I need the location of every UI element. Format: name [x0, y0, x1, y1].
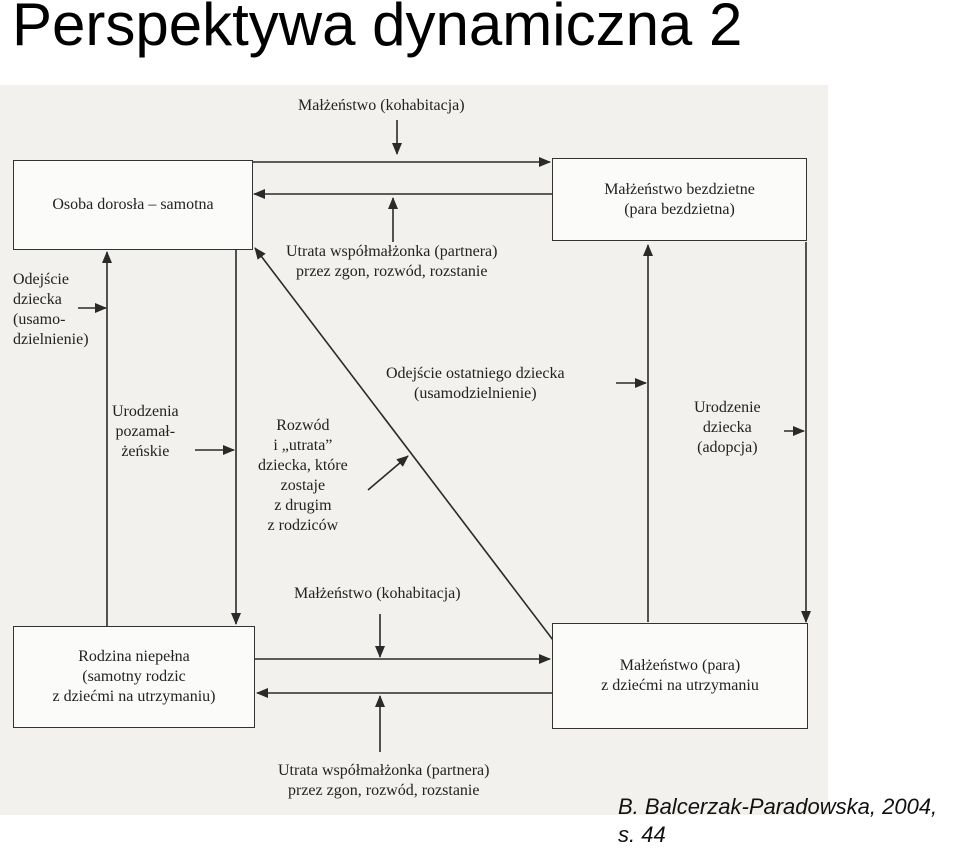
label-divorce-line-4: zostaje: [280, 477, 326, 494]
label-last-child-leaving: Odejście ostatniego dziecka (usamodzieln…: [386, 364, 565, 404]
label-child-leaving: Odejście dziecka (usamo- dzielnienie): [13, 270, 89, 350]
slide-title: Perspektywa dynamiczna 2: [12, 0, 743, 58]
label-child-leaving-line-1: Odejście: [13, 271, 69, 288]
label-divorce-line-5: z drugim: [274, 497, 332, 514]
node-marriage-with-children: Małżeństwo (para) z dziećmi na utrzymani…: [552, 623, 808, 729]
node-incomplete-family-line-2: (samotny rodzic: [82, 668, 186, 685]
node-childless-marriage: Małżeństwo bezdzietne (para bezdzietna): [552, 158, 807, 241]
source-caption: B. Balcerzak-Paradowska, 2004, s. 44: [618, 793, 937, 849]
node-childless-marriage-line-1: Małżeństwo bezdzietne: [604, 180, 755, 198]
label-partner-loss-top-line-1: Utrata współmałżonka (partnera): [286, 243, 498, 260]
label-divorce: Rozwód i „utrata” dziecka, które zostaje…: [258, 416, 348, 536]
label-birth-adoption: Urodzenie dziecka (adopcja): [694, 398, 761, 458]
label-partner-loss-bottom: Utrata współmałżonka (partnera) przez zg…: [278, 761, 489, 801]
label-nonmarital-birth-line-1: Urodzenia: [112, 403, 179, 420]
node-single-adult-label: Osoba dorosła – samotna: [52, 196, 214, 213]
source-caption-line-1: B. Balcerzak-Paradowska, 2004,: [618, 794, 938, 819]
label-nonmarital-birth-line-3: żeńskie: [121, 443, 170, 460]
node-marriage-with-children-line-2: z dziećmi na utrzymaniu: [601, 677, 759, 694]
label-nonmarital-birth: Urodzenia pozamał- żeńskie: [112, 402, 179, 462]
arrow-marriage-to-single-diagonal: [254, 247, 554, 641]
arrow-divorce-label: [367, 455, 409, 491]
label-last-child-leaving-line-2: (usamodzielnienie): [413, 385, 537, 402]
node-marriage-with-children-line-1: Małżeństwo (para): [619, 657, 741, 674]
node-incomplete-family-line-3: z dziećmi na utrzymaniu): [52, 688, 216, 705]
label-partner-loss-top: Utrata współmałżonka (partnera) przez zg…: [286, 242, 497, 282]
label-child-leaving-line-3: (usamo-: [13, 311, 66, 328]
label-birth-adoption-line-1: Urodzenie: [694, 399, 761, 416]
label-child-leaving-line-4: dzielnienie): [13, 331, 89, 348]
label-marriage-bottom: Małżeństwo (kohabitacja): [294, 585, 461, 602]
label-partner-loss-bottom-line-1: Utrata współmałżonka (partnera): [278, 762, 490, 779]
label-nonmarital-birth-line-2: pozamał-: [115, 423, 176, 440]
label-birth-adoption-line-2: dziecka: [702, 419, 752, 436]
label-divorce-line-1: Rozwód: [276, 417, 330, 434]
label-partner-loss-top-line-2: przez zgon, rozwód, rozstanie: [296, 263, 488, 280]
label-partner-loss-bottom-line-2: przez zgon, rozwód, rozstanie: [288, 782, 480, 799]
label-last-child-leaving-line-1: Odejście ostatniego dziecka: [386, 365, 565, 382]
node-childless-marriage-line-2: (para bezdzietna): [624, 200, 735, 218]
label-divorce-line-3: dziecka, które: [258, 457, 348, 474]
source-caption-line-2: s. 44: [618, 822, 666, 847]
label-divorce-line-2: i „utrata”: [273, 437, 333, 454]
label-divorce-line-6: z rodziców: [267, 517, 339, 534]
node-incomplete-family: Rodzina niepełna (samotny rodzic z dzieć…: [13, 626, 255, 728]
node-incomplete-family-line-1: Rodzina niepełna: [78, 648, 190, 665]
label-marriage-top: Małżeństwo (kohabitacja): [298, 97, 465, 114]
node-single-adult: Osoba dorosła – samotna: [13, 160, 253, 250]
label-birth-adoption-line-3: (adopcja): [697, 439, 758, 456]
label-child-leaving-line-2: dziecka: [13, 291, 62, 308]
